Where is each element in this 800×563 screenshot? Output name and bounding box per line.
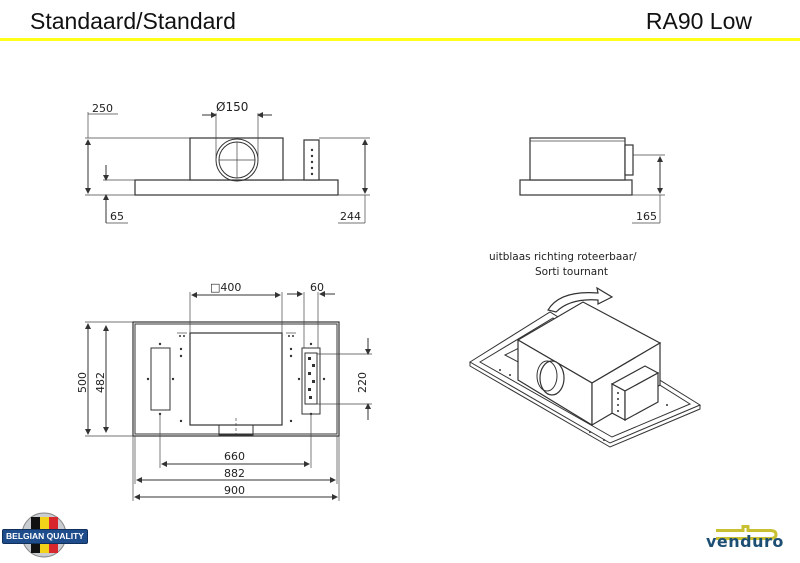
- dim-60: 60: [310, 281, 324, 294]
- front-motor-box: [189, 137, 284, 181]
- dim-500: 500: [76, 372, 89, 393]
- dim-244: 244: [340, 210, 361, 223]
- plan-left-slot: [150, 347, 171, 411]
- front-view: 250 65 244 Ø150: [85, 100, 370, 224]
- dim-165: 165: [636, 210, 657, 223]
- dim-250: 250: [92, 102, 113, 115]
- dim-65: 65: [110, 210, 124, 223]
- side-motor-box: [529, 137, 626, 181]
- side-duct-stub: [624, 144, 634, 176]
- plan-square-opening: [189, 332, 283, 426]
- dim-square-400: □400: [210, 281, 241, 294]
- isometric-view: uitblaas richting roteerbaar/ Sorti tour…: [469, 251, 702, 448]
- brand-name: venduro: [706, 532, 784, 551]
- dim-220: 220: [356, 372, 369, 393]
- dim-882: 882: [224, 467, 245, 480]
- page-title: Standaard/Standard: [30, 8, 236, 34]
- dim-diameter-150: Ø150: [216, 100, 248, 114]
- header-divider: [0, 38, 800, 41]
- front-bracket: [303, 139, 320, 181]
- rotation-arrow-icon: [547, 286, 614, 313]
- iso-duct: [539, 360, 565, 396]
- badge-text: BELGIAN QUALITY: [2, 529, 88, 544]
- dim-482: 482: [94, 372, 107, 393]
- dim-660: 660: [224, 450, 245, 463]
- plan-view: □400 60 500 482 220 660 882 900: [76, 281, 372, 501]
- side-base-plate: [519, 179, 633, 196]
- venduro-logo-icon: [716, 525, 778, 540]
- rotation-caption-line1: uitblaas richting roteerbaar/: [489, 251, 637, 263]
- side-view: 165: [519, 137, 665, 224]
- front-base-plate: [134, 179, 339, 196]
- rotation-caption-line2: Sorti tournant: [535, 266, 608, 278]
- model-name: RA90 Low: [645, 8, 752, 34]
- dim-900: 900: [224, 484, 245, 497]
